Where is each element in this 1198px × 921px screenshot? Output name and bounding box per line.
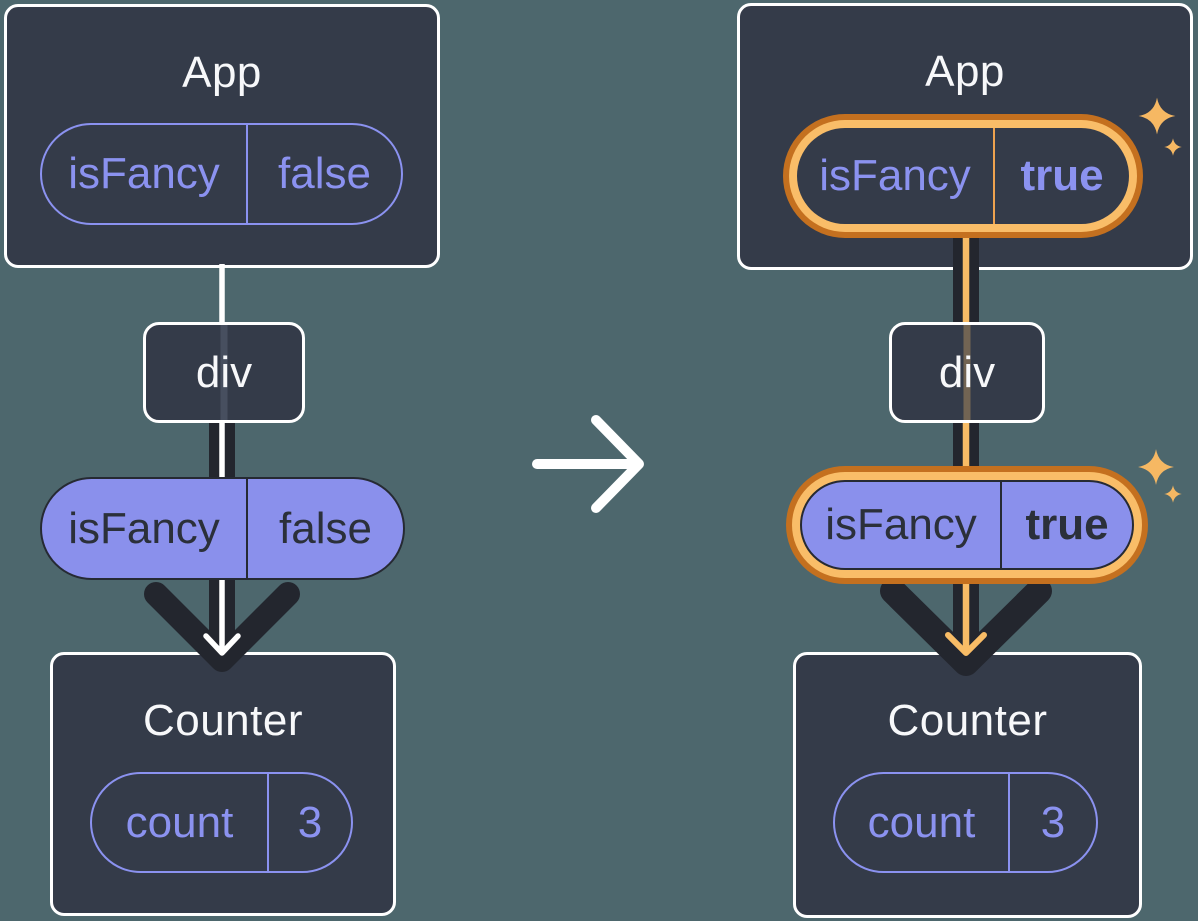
state-value: 3 — [1040, 797, 1066, 847]
prop-pill: isFancy true — [797, 128, 1129, 224]
edge-through-div — [220, 325, 228, 420]
div-node: div — [143, 322, 305, 423]
state-key: count — [92, 774, 269, 871]
prop-key: isFancy — [42, 125, 248, 223]
passed-prop-highlight-ring: isFancy true — [786, 466, 1148, 584]
prop-pill-highlight-inner-ring: isFancy true — [789, 120, 1137, 232]
arrow-prop-to-counter-highlighted — [880, 578, 1052, 676]
state-pill: count 3 — [90, 772, 353, 873]
app-title: App — [182, 48, 262, 97]
prop-value: false — [279, 503, 372, 553]
passed-prop-pill: isFancy true — [800, 480, 1134, 570]
sparkles-icon — [1138, 449, 1182, 503]
edge-through-div — [963, 325, 971, 420]
prop-value: true — [1025, 500, 1109, 549]
app-title: App — [925, 47, 1005, 96]
state-pill: count 3 — [833, 772, 1098, 873]
div-label: div — [938, 348, 996, 397]
prop-value: false — [278, 149, 371, 198]
state-key: count — [835, 774, 1010, 871]
prop-key: isFancy — [802, 482, 1002, 568]
counter-title: Counter — [142, 696, 304, 745]
prop-pill: isFancy false — [40, 123, 403, 225]
prop-key: isFancy — [797, 128, 995, 224]
arrow-prop-to-counter — [144, 575, 300, 672]
prop-key: isFancy — [42, 479, 248, 578]
prop-pill-highlight-ring: isFancy true — [783, 114, 1143, 238]
counter-title: Counter — [887, 696, 1048, 745]
passed-prop-highlight-inner-ring: isFancy true — [792, 472, 1142, 578]
div-label: div — [195, 348, 253, 397]
state-value: 3 — [297, 797, 323, 847]
passed-prop-pill: isFancy false — [40, 477, 405, 580]
prop-value: true — [1020, 151, 1104, 200]
arrow-right-icon — [532, 415, 644, 513]
div-node: div — [889, 322, 1045, 423]
